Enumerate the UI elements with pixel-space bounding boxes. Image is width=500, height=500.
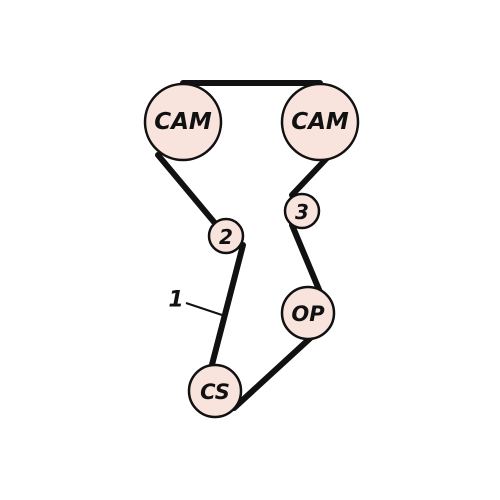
- pulley-cam-left-label: CAM: [154, 109, 212, 135]
- pulley-oil-pump-label: OP: [291, 302, 325, 326]
- pulley-idler-3: 3: [283, 192, 321, 230]
- pulley-crankshaft: CS: [187, 363, 243, 419]
- pulley-crankshaft-label: CS: [200, 380, 230, 404]
- pulley-idler-3-label: 3: [295, 200, 309, 224]
- callout-leader-line: [185, 302, 223, 316]
- pulley-cam-right-label: CAM: [291, 109, 349, 135]
- pulley-cam-right: CAM: [280, 82, 360, 162]
- belt-segment-idler-2-to-crankshaft: [205, 242, 246, 383]
- pulley-idler-3-circle: [283, 192, 321, 230]
- pulley-cam-right-circle: [280, 82, 360, 162]
- pulley-idler-2-label: 2: [219, 225, 233, 249]
- belt-segment-oil-pump-to-idler-3: [289, 222, 323, 295]
- belt-segment-crankshaft-to-oil-pump: [231, 328, 321, 411]
- pulley-cam-left: CAM: [143, 82, 223, 162]
- pulley-idler-2-circle: [207, 217, 245, 255]
- belt-segment-cam-left-to-idler-2: [155, 152, 217, 225]
- pulley-oil-pump-circle: [280, 285, 336, 341]
- timing-belt: [155, 80, 330, 411]
- pulley-crankshaft-circle: [187, 363, 243, 419]
- callout-belt: 1: [168, 288, 223, 316]
- pulley-oil-pump: OP: [280, 285, 336, 341]
- pulley-idler-2: 2: [207, 217, 245, 255]
- callout-number-label: 1: [168, 288, 183, 313]
- belt-segment-idler-3-to-cam-right: [289, 155, 330, 198]
- pulley-cam-left-circle: [143, 82, 223, 162]
